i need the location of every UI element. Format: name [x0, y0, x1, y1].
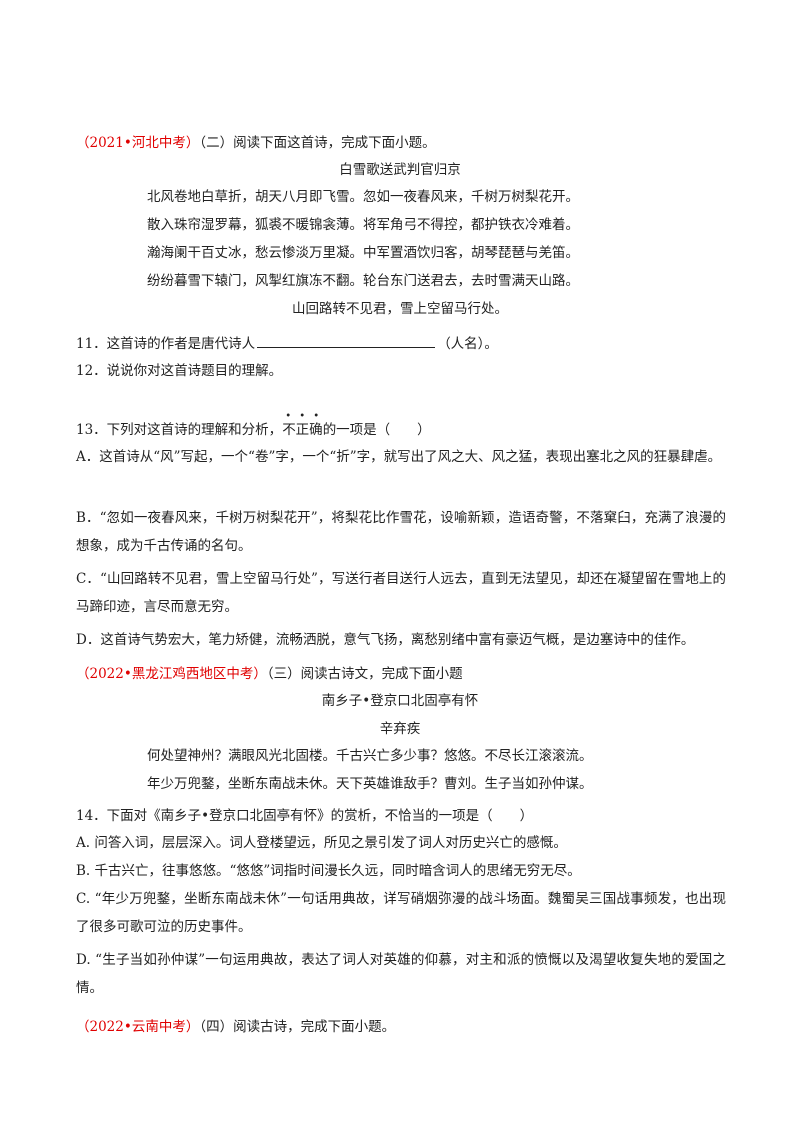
poem-line: 瀚海阑干百丈冰，愁云惨淡万里凝。中军置酒饮归客，胡琴琵琶与羌笛。: [147, 245, 579, 261]
poem-line: 何处望神州？满眼风光北固楼。千古兴亡多少事？悠悠。不尽长江滚滚流。: [147, 748, 593, 764]
exam-source-label: （2022•云南中考）: [76, 1019, 200, 1035]
answer-blank[interactable]: [257, 334, 436, 348]
section-instruction: （三）阅读古诗文，完成下面小题: [266, 666, 463, 682]
question-text: 的一项是（ ）: [322, 422, 431, 438]
exam-source-label: （2021•河北中考）: [76, 135, 200, 151]
option-d: D．这首诗气势宏大，笔力矫健，流畅洒脱，意气飞扬，离愁别绪中富有豪迈气概，是边塞…: [76, 632, 695, 648]
option-c: C. “年少万兜鍪，坐断东南战未休”一句话用典故，详写硝烟弥漫的战斗场面。魏蜀吴…: [76, 891, 726, 935]
poem-title: 白雪歌送武判官归京: [339, 162, 461, 178]
exam-source-label: （2022•黑龙江鸡西地区中考）: [76, 666, 267, 682]
poem-title: 南乡子•登京口北固亭有怀: [321, 693, 479, 709]
option-c: C．“山回路转不见君，雪上空留马行处”，写送行者目送行人远去，直到无法望见，却还…: [76, 571, 726, 615]
option-a: A. 问答入词，层层深入。词人登楼望远，所见之景引发了词人对历史兴亡的感慨。: [76, 835, 567, 851]
poem-author: 辛弃疾: [379, 721, 421, 737]
poem-line: 散入珠帘湿罗幕，狐裘不暖锦衾薄。将军角弓不得控，都护铁衣冷难着。: [147, 217, 579, 233]
poem-line: 纷纷暮雪下辕门，风掣红旗冻不翻。轮台东门送君去，去时雪满天山路。: [147, 273, 579, 289]
emphasis-dot: •: [285, 411, 292, 422]
question-11: 11．这首诗的作者是唐代诗人 （人名）。: [76, 334, 498, 353]
section-instruction: （四）阅读古诗，完成下面小题。: [199, 1019, 396, 1035]
section-2-heading: （2021•河北中考）（二）阅读下面这首诗，完成下面小题。: [76, 134, 436, 152]
option-b: B．“忽如一夜春风来，千树万树梨花开”，将梨花比作雪花，设喻新颖，造语奇警，不落…: [76, 510, 726, 554]
question-14: 14．下面对《南乡子•登京口北固亭有怀》的赏析，不恰当的一项是（ ）: [76, 808, 534, 824]
poem-line: 北风卷地白草折，胡天八月即飞雪。忽如一夜春风来，千树万树梨花开。: [147, 189, 579, 205]
option-b: B. 千古兴亡，往事悠悠。“悠悠”词指时间漫长久远，同时暗含词人的思绪无穷无尽。: [76, 863, 581, 879]
question-12: 12．说说你对这首诗题目的理解。: [76, 363, 283, 379]
question-text: 13．下列对这首诗的理解和分析，: [76, 422, 283, 438]
poem-line: 年少万兜鍪，坐断东南战未休。天下英雄谁敌手？曹刘。生子当如孙仲谋。: [147, 776, 593, 792]
emphasized-text: 不正确•••: [282, 411, 323, 439]
section-instruction: （二）阅读下面这首诗，完成下面小题。: [199, 135, 436, 151]
section-3-heading: （2022•黑龙江鸡西地区中考）（三）阅读古诗文，完成下面小题: [76, 665, 463, 683]
question-text: （人名）。: [437, 336, 498, 352]
option-d: D. “生子当如孙仲谋”一句运用典故，表达了词人对英雄的仰慕，对主和派的愤慨以及…: [76, 952, 726, 996]
poem-line: 山回路转不见君，雪上空留马行处。: [292, 301, 508, 317]
question-13: 13．下列对这首诗的理解和分析，不正确•••的一项是（ ）: [76, 411, 431, 439]
section-4-heading: （2022•云南中考）（四）阅读古诗，完成下面小题。: [76, 1018, 395, 1036]
option-a: A．这首诗从“风”写起，一个“卷”字，一个“折”字，就写出了风之大、风之猛，表现…: [76, 449, 722, 465]
emphasis-dot: •: [313, 411, 320, 422]
emphasis-dot: •: [299, 411, 306, 422]
question-text: 11．这首诗的作者是唐代诗人: [76, 336, 256, 352]
